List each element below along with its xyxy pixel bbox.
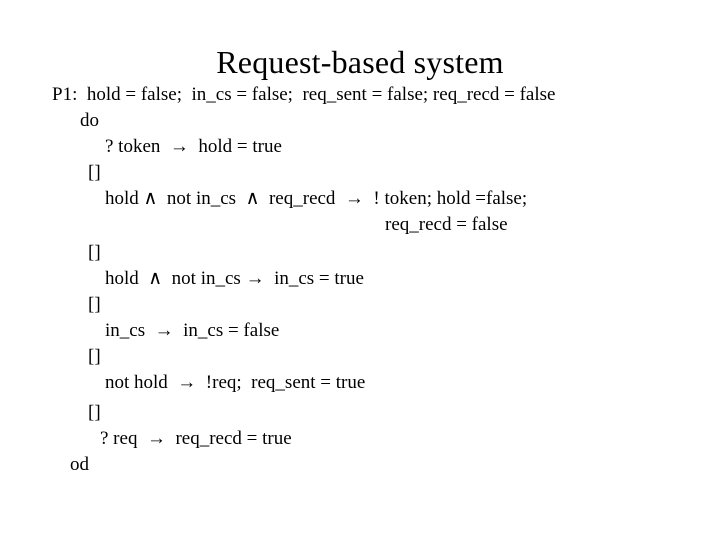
code-line-sep-4: [] xyxy=(88,346,101,367)
code-line-guard-3: hold ∧ not in_cs → in_cs = true xyxy=(105,268,364,289)
code-line-guard-6: ? req → req_recd = true xyxy=(100,428,292,449)
page-title: Request-based system xyxy=(216,44,504,81)
code-line-declaration: P1: hold = false; in_cs = false; req_sen… xyxy=(52,84,556,105)
code-line-sep-2: [] xyxy=(88,242,101,263)
code-line-sep-5: [] xyxy=(88,402,101,423)
code-line-guard-2: hold ∧ not in_cs ∧ req_recd → ! token; h… xyxy=(105,188,528,209)
code-line-guard-5: not hold → !req; req_sent = true xyxy=(105,372,366,393)
code-line-guard-1: ? token → hold = true xyxy=(105,136,282,157)
code-line-guard-2-cont: req_recd = false xyxy=(385,214,508,235)
code-line-do: do xyxy=(80,110,99,131)
code-line-guard-4: in_cs → in_cs = false xyxy=(105,320,280,341)
code-line-od: od xyxy=(70,454,89,475)
code-line-sep-1: [] xyxy=(88,162,101,183)
code-line-sep-3: [] xyxy=(88,294,101,315)
